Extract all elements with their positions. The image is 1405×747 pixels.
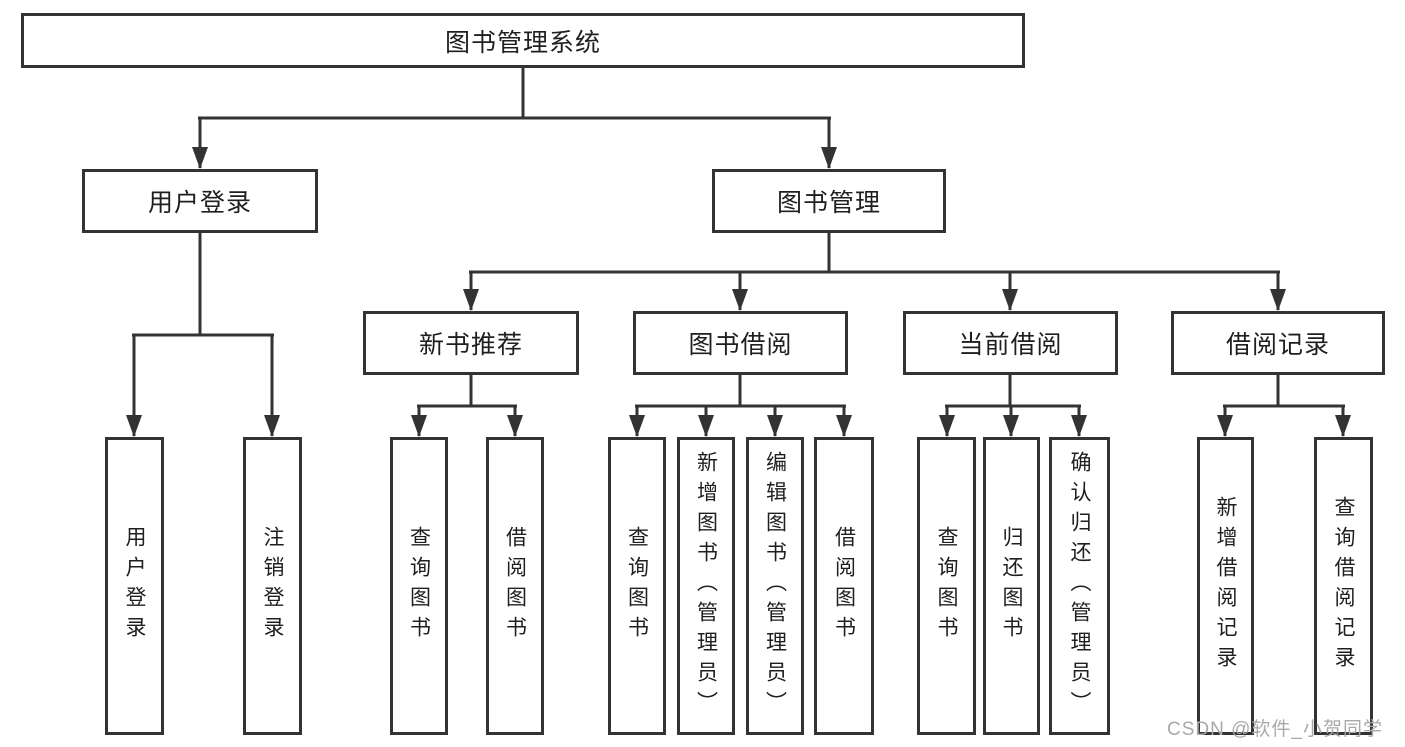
leaf-query-borrow-record: 查询借阅记录 [1314, 437, 1373, 735]
node-root: 图书管理系统 [21, 13, 1025, 68]
watermark-text: CSDN @软件_小贺同学 [1167, 719, 1383, 740]
leaf-label: 查询图书 [407, 526, 431, 646]
node-label: 用户登录 [147, 189, 252, 217]
node-book-borrow: 图书借阅 [633, 311, 848, 375]
node-label: 图书管理 [776, 189, 881, 217]
leaf-query-books-current: 查询图书 [917, 437, 976, 735]
leaf-label: 用户登录 [123, 526, 146, 646]
leaf-label: 注销登录 [261, 526, 284, 646]
node-label: 当前借阅 [958, 331, 1063, 359]
leaf-label: 查询图书 [625, 526, 649, 646]
leaf-query-books-borrow: 查询图书 [608, 437, 666, 735]
node-new-book-recommend: 新书推荐 [363, 311, 579, 375]
leaf-logout: 注销登录 [243, 437, 302, 735]
node-book-management: 图书管理 [712, 169, 946, 233]
leaf-label: 新增借阅记录 [1214, 496, 1237, 676]
leaf-label: 编辑图书（管理员） [763, 451, 787, 721]
node-user-login: 用户登录 [82, 169, 318, 233]
leaf-query-books-recommend: 查询图书 [390, 437, 448, 735]
node-label: 新书推荐 [418, 331, 523, 359]
leaf-label: 确认归还（管理员） [1068, 451, 1091, 721]
leaf-edit-book-admin: 编辑图书（管理员） [746, 437, 804, 735]
leaf-label: 新增图书（管理员） [694, 451, 718, 721]
leaf-label: 查询借阅记录 [1332, 496, 1355, 676]
node-label: 图书借阅 [688, 331, 793, 359]
leaf-confirm-return-admin: 确认归还（管理员） [1049, 437, 1110, 735]
node-root-label: 图书管理系统 [444, 28, 601, 57]
leaf-label: 借阅图书 [832, 526, 856, 646]
connector-arrows [126, 118, 1351, 437]
node-borrow-records: 借阅记录 [1171, 311, 1385, 375]
leaf-add-borrow-record: 新增借阅记录 [1197, 437, 1254, 735]
leaf-label: 归还图书 [1000, 526, 1023, 646]
leaf-label: 借阅图书 [503, 526, 527, 646]
leaf-borrow-books: 借阅图书 [814, 437, 874, 735]
leaf-user-login: 用户登录 [105, 437, 164, 735]
leaf-label: 查询图书 [935, 526, 958, 646]
leaf-borrow-books-recommend: 借阅图书 [486, 437, 544, 735]
connector-trunk-lines [132, 68, 1345, 408]
leaf-add-book-admin: 新增图书（管理员） [677, 437, 735, 735]
node-label: 借阅记录 [1225, 331, 1330, 359]
leaf-return-book: 归还图书 [983, 437, 1040, 735]
node-current-borrow: 当前借阅 [903, 311, 1118, 375]
